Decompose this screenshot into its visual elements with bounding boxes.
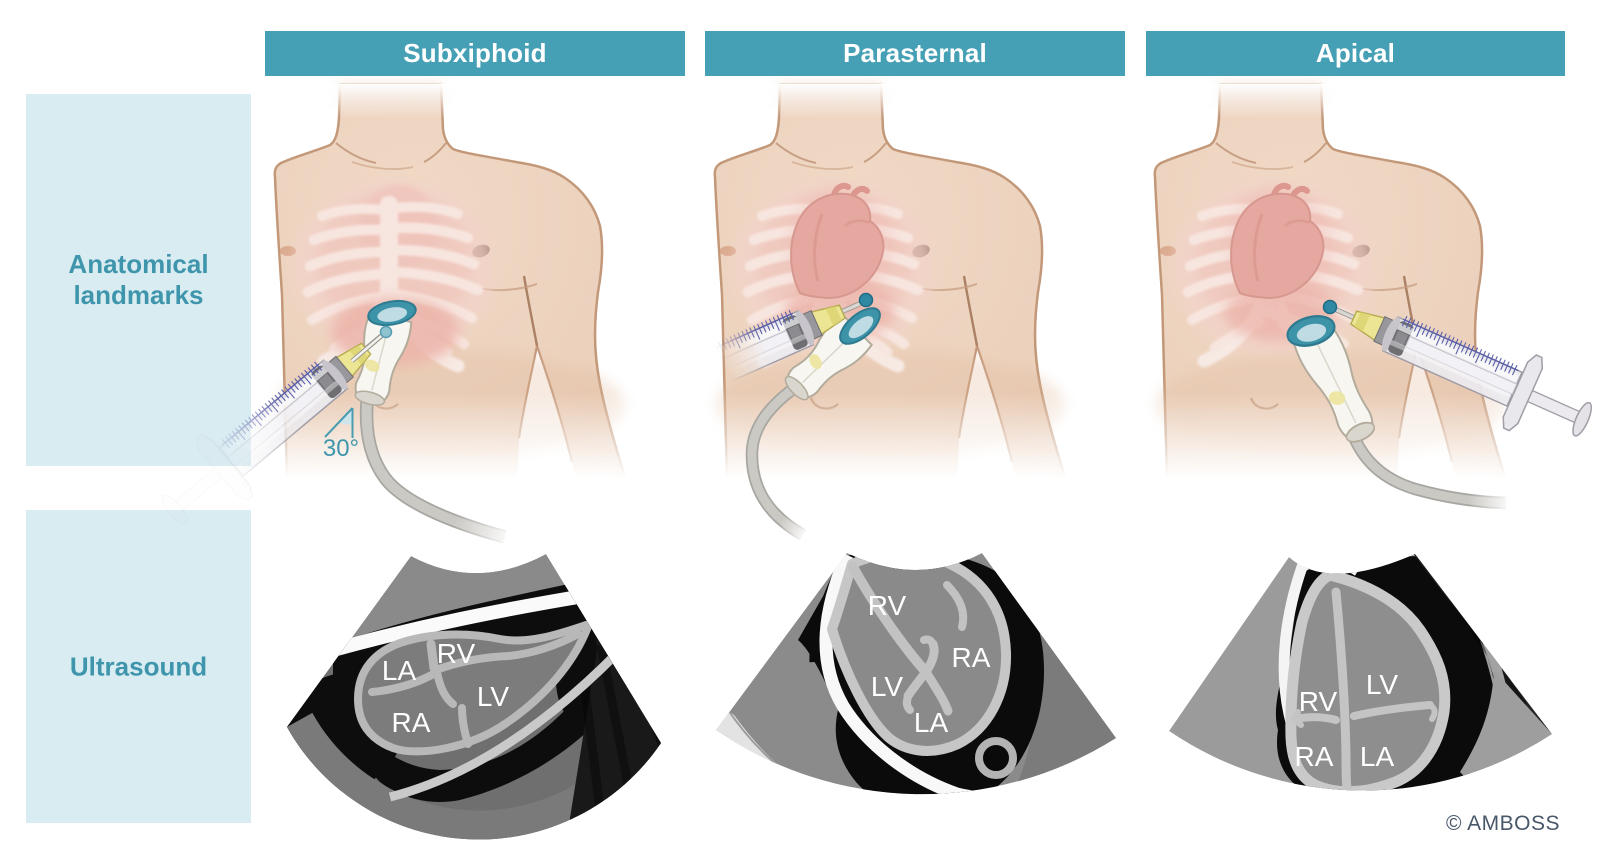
svg-text:LA: LA <box>914 707 949 738</box>
svg-text:LV: LV <box>477 681 509 712</box>
svg-text:RA: RA <box>392 707 431 738</box>
svg-text:LV: LV <box>1366 669 1398 700</box>
svg-text:RV: RV <box>1299 686 1338 717</box>
svg-text:LV: LV <box>871 671 903 702</box>
svg-text:RA: RA <box>1295 741 1334 772</box>
svg-text:RV: RV <box>437 638 476 669</box>
svg-text:RA: RA <box>952 642 991 673</box>
svg-text:30°: 30° <box>323 435 359 462</box>
svg-text:LA: LA <box>382 655 417 686</box>
svg-text:RV: RV <box>868 590 907 621</box>
svg-text:LA: LA <box>1360 741 1395 772</box>
